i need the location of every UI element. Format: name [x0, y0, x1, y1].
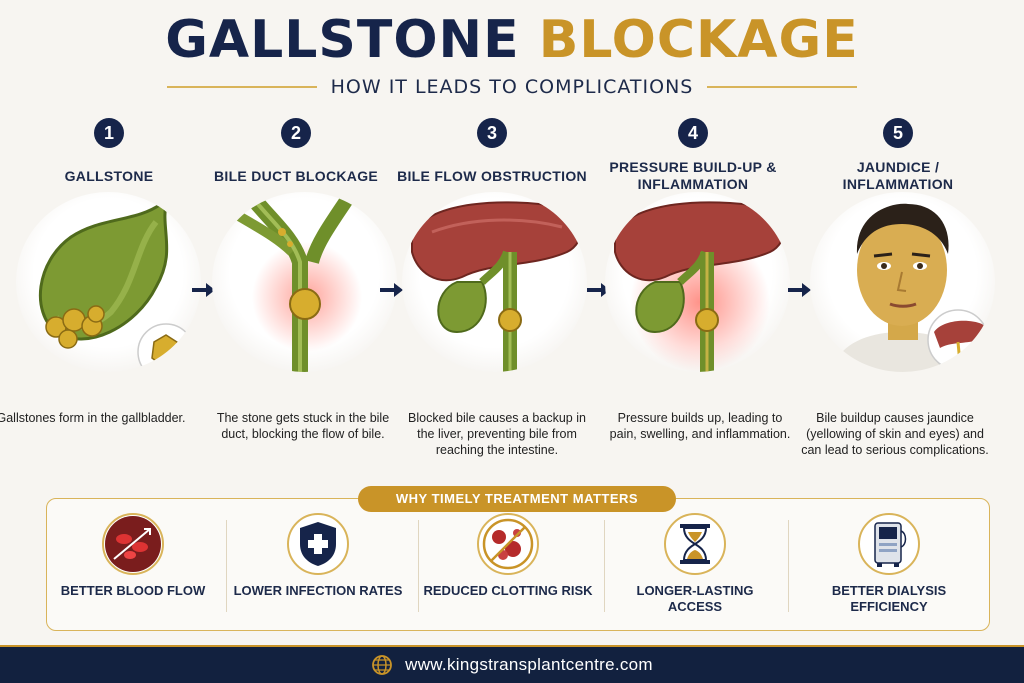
step-number: 5 [883, 118, 913, 148]
benefit-label: BETTER BLOOD FLOW [60, 583, 206, 598]
step-number: 4 [678, 118, 708, 148]
arrow-right-icon [380, 283, 403, 297]
page-title: GALLSTONE BLOCKAGE [0, 4, 1024, 76]
divider [226, 520, 227, 612]
step-2: 2 BILE DUCT BLOCKAGE [201, 118, 391, 196]
step-1: 1 GALLSTONE [14, 118, 204, 196]
step-title: JAUNDICE / INFLAMMATION [842, 159, 954, 192]
footer-bar: www.kingstransplantcentre.com [0, 645, 1024, 683]
step-description: Pressure builds up, leading to pain, swe… [609, 411, 791, 441]
globe-icon [372, 655, 393, 675]
step-title: BILE DUCT BLOCKAGE [213, 167, 379, 184]
benefit-label: LONGER-LASTING ACCESS [636, 583, 754, 614]
title-part-2: BLOCKAGE [538, 10, 859, 70]
subtitle-rule-left [166, 86, 317, 88]
subtitle-rule-right [707, 86, 858, 88]
step-description: Gallstones form in the gallbladder. [0, 411, 186, 425]
benefit-clotting: REDUCED CLOTTING RISK [423, 513, 593, 599]
benefit-access: LONGER-LASTING ACCESS [610, 513, 780, 615]
step-description: The stone gets stuck in the bile duct, b… [216, 411, 390, 441]
arrow-right-icon [192, 283, 215, 297]
website-link[interactable]: www.kingstransplantcentre.com [405, 655, 653, 674]
benefit-blood-flow: BETTER BLOOD FLOW [48, 513, 218, 599]
step-3: 3 BILE FLOW OBSTRUCTION [397, 118, 587, 196]
dialysis-machine-icon [858, 513, 920, 575]
jaundice-patient-illustration [810, 192, 995, 372]
step-5: 5 JAUNDICE / INFLAMMATION [803, 118, 993, 196]
benefit-infection: LOWER INFECTION RATES [233, 513, 403, 599]
benefits-heading: WHY TIMELY TREATMENT MATTERS [358, 486, 676, 512]
step-title: GALLSTONE [64, 167, 154, 184]
benefit-label: LOWER INFECTION RATES [233, 583, 403, 598]
divider [788, 520, 789, 612]
benefit-dialysis: BETTER DIALYSIS EFFICIENCY [804, 513, 974, 615]
benefit-label: REDUCED CLOTTING RISK [423, 583, 593, 598]
step-number: 3 [477, 118, 507, 148]
page-subtitle: HOW IT LEADS TO COMPLICATIONS [330, 76, 694, 98]
step-4: 4 PRESSURE BUILD-UP & INFLAMMATION [598, 118, 788, 196]
step-title: PRESSURE BUILD-UP & INFLAMMATION [609, 159, 777, 192]
hourglass-icon [664, 513, 726, 575]
arrow-right-icon [587, 283, 610, 297]
clot-icon [477, 513, 539, 575]
step-description: Blocked bile causes a backup in the live… [408, 411, 586, 457]
benefit-label: BETTER DIALYSIS EFFICIENCY [831, 583, 947, 614]
title-part-1: GALLSTONE [165, 10, 520, 70]
divider [418, 520, 419, 612]
blood-cells-icon [102, 513, 164, 575]
divider [604, 520, 605, 612]
gallbladder-illustration [16, 192, 201, 372]
bile-duct-illustration [212, 192, 397, 372]
step-title: BILE FLOW OBSTRUCTION [397, 167, 587, 184]
shield-cross-icon [287, 513, 349, 575]
step-description: Bile buildup causes jaundice (yellowing … [801, 411, 989, 457]
step-number: 2 [281, 118, 311, 148]
liver-obstruction-illustration [402, 192, 587, 372]
subtitle-row: HOW IT LEADS TO COMPLICATIONS [0, 72, 1024, 102]
step-number: 1 [94, 118, 124, 148]
arrow-right-icon [788, 283, 811, 297]
inflammation-illustration [605, 192, 790, 372]
